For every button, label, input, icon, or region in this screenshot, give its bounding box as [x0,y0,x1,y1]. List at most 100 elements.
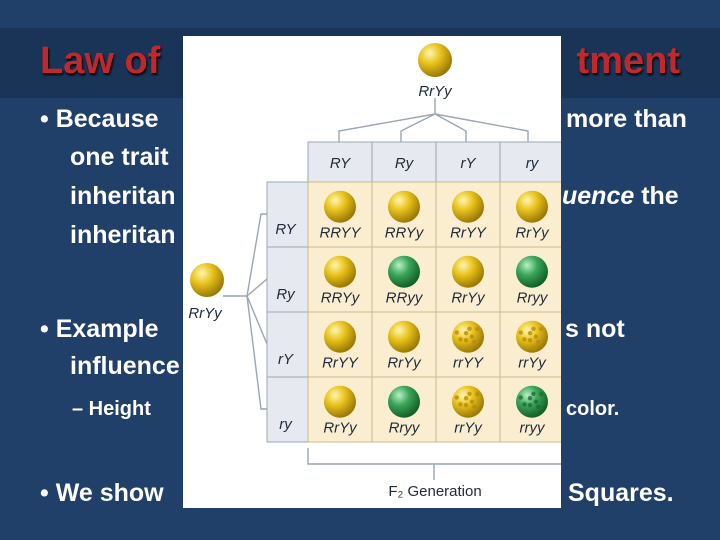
pea-wrinkle [535,339,541,345]
pea-wrinkle [458,337,463,342]
pea-wrinkle [531,411,537,416]
left-parent-connectors [223,213,268,410]
yellow-round-pea [388,320,420,353]
pea-wrinkle [527,337,533,343]
genotype-label: RRYy [385,224,425,241]
yellow-round-pea [452,190,484,223]
bullet-3: • We show [40,479,164,507]
top-parent-connectors [338,98,529,142]
yellow-round-pea [324,385,356,418]
genotype-label: rrYy [454,419,483,436]
pea-wrinkle [522,402,527,407]
right-text-1: more than [566,105,687,133]
right-text-2-rest: the [634,182,679,210]
slide-title-left: Law of [40,40,161,82]
yellow-round-pea [452,255,484,288]
col-header-3: rY [461,155,477,172]
pea-wrinkle [522,337,527,342]
col-header-2: Ry [395,155,415,172]
pea-wrinkle [527,396,533,401]
yellow-round-pea [516,190,548,223]
pea-wrinkle [467,326,472,332]
bullet-2-line-2: influence [70,352,180,380]
pea-wrinkle [533,399,539,404]
yellow-round-pea [324,320,356,353]
row-header-2: Ry [276,286,296,303]
yellow-round-pea [324,190,356,223]
genotype-label: RrYy [323,419,358,436]
generation-label: F₂ Generation [388,483,481,500]
pea-wrinkle [475,391,480,397]
pea-wrinkle [518,395,523,400]
pea-wrinkle [469,399,475,404]
green-round-pea [388,255,420,288]
pea-wrinkle [454,330,459,335]
col-header-band [307,141,561,183]
col-header-4: ry [526,155,540,172]
pea-wrinkle [458,402,463,407]
genotype-label: Rryy [517,289,549,306]
pea-wrinkle [454,395,459,400]
right-text-2-italic: uence [562,182,635,210]
pea-wrinkle [527,402,533,408]
genotype-label: RrYy [387,354,422,371]
green-round-pea [516,255,548,288]
slide-title-right: tment [576,40,680,82]
pea-wrinkle [518,330,523,335]
right-text-5: Squares. [568,479,674,507]
left-parent-pea [190,263,224,297]
left-parent-genotype: RrYy [188,305,223,322]
yellow-round-pea [324,255,356,288]
yellow-round-pea [388,190,420,223]
pea-wrinkle [467,411,473,416]
right-text-3: s not [565,315,625,343]
genotype-label: RRyy [386,289,424,306]
genotype-label: rrYy [518,354,547,371]
pea-wrinkle [463,337,469,343]
pea-wrinkle [471,404,477,410]
sub-bullet-height: – Height [72,398,151,420]
pea-wrinkle [469,334,475,339]
generation-bracket [307,448,561,480]
pea-wrinkle [539,391,544,397]
genotype-label: RrYy [451,289,486,306]
genotype-label: RrYY [322,354,359,371]
genotype-label: rryy [520,419,546,436]
pea-wrinkle [527,331,533,336]
pea-wrinkle [531,391,536,397]
bullet-1-line-4: inheritan [70,221,176,249]
row-header-4: ry [279,416,293,433]
pea-wrinkle [463,331,469,336]
genotype-label: RRYY [319,224,361,241]
pea-wrinkle [535,404,541,410]
pea-wrinkle [463,402,469,408]
pea-wrinkle [463,396,469,401]
bullet-1-line-1: • Because [40,105,159,133]
genotype-label: rrYY [453,354,484,371]
pea-wrinkle [533,334,539,339]
pea-wrinkle [467,346,473,351]
bullet-2-line-1: • Example [40,315,159,343]
green-round-pea [388,385,420,418]
pea-wrinkle [471,339,477,345]
pea-wrinkle [531,326,536,332]
top-parent-pea [418,43,452,77]
row-header-1: RY [275,221,296,238]
pea-wrinkle [467,391,472,397]
genotype-label: RrYy [515,224,550,241]
bullet-1-line-3: inheritan [70,182,176,210]
right-text-4: color. [566,398,620,420]
pea-wrinkle [531,346,537,351]
top-parent-genotype: RrYy [418,83,453,100]
bullet-1-line-2: one trait [70,143,169,171]
right-text-2: uence the [562,179,679,213]
genotype-label: Rryy [389,419,421,436]
row-header-3: rY [278,351,294,368]
genotype-label: RrYY [450,224,487,241]
pea-wrinkle [475,326,480,332]
genotype-label: RRYy [321,289,361,306]
pea-wrinkle [539,326,544,332]
